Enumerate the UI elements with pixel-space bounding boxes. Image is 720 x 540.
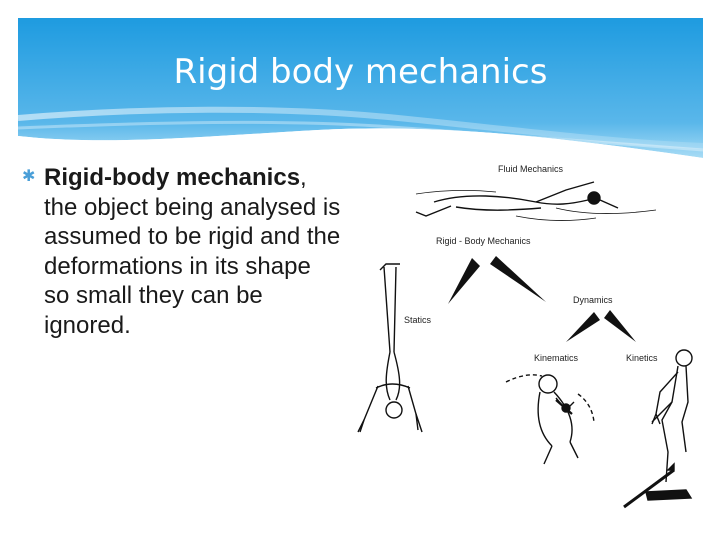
arrow-to-statics (448, 258, 480, 304)
label-kinetics: Kinetics (626, 353, 658, 363)
slide-title: Rigid body mechanics (173, 52, 548, 92)
arrow-to-kinematics (566, 312, 600, 342)
label-fluid-mechanics: Fluid Mechanics (498, 164, 564, 174)
swimmer-illustration (415, 181, 657, 221)
diver-figure (505, 374, 595, 465)
diagram-graphics (357, 181, 693, 509)
bullet-item: ✱ Rigid-body mechanics, the object being… (22, 163, 342, 340)
label-rigid-body-mechanics: Rigid - Body Mechanics (436, 236, 531, 246)
bullet-body: , the object being analysed is assumed t… (44, 164, 341, 339)
label-statics: Statics (404, 315, 432, 325)
label-dynamics: Dynamics (573, 295, 613, 305)
mechanics-diagram: Fluid Mechanics Rigid - Body Mechanics D… (356, 152, 706, 512)
arrow-to-kinetics (604, 310, 636, 342)
asterisk-bullet-icon: ✱ (22, 166, 36, 185)
handstand-figure (357, 263, 423, 433)
bullet-text: Rigid-body mechanics, the object being a… (44, 163, 342, 340)
arrow-to-dynamics (490, 256, 546, 302)
standing-diver-figure (623, 349, 693, 509)
bullet-bold-term: Rigid-body mechanics (44, 164, 301, 191)
banner-background (18, 18, 703, 163)
label-kinematics: Kinematics (534, 353, 579, 363)
title-banner (18, 18, 703, 163)
